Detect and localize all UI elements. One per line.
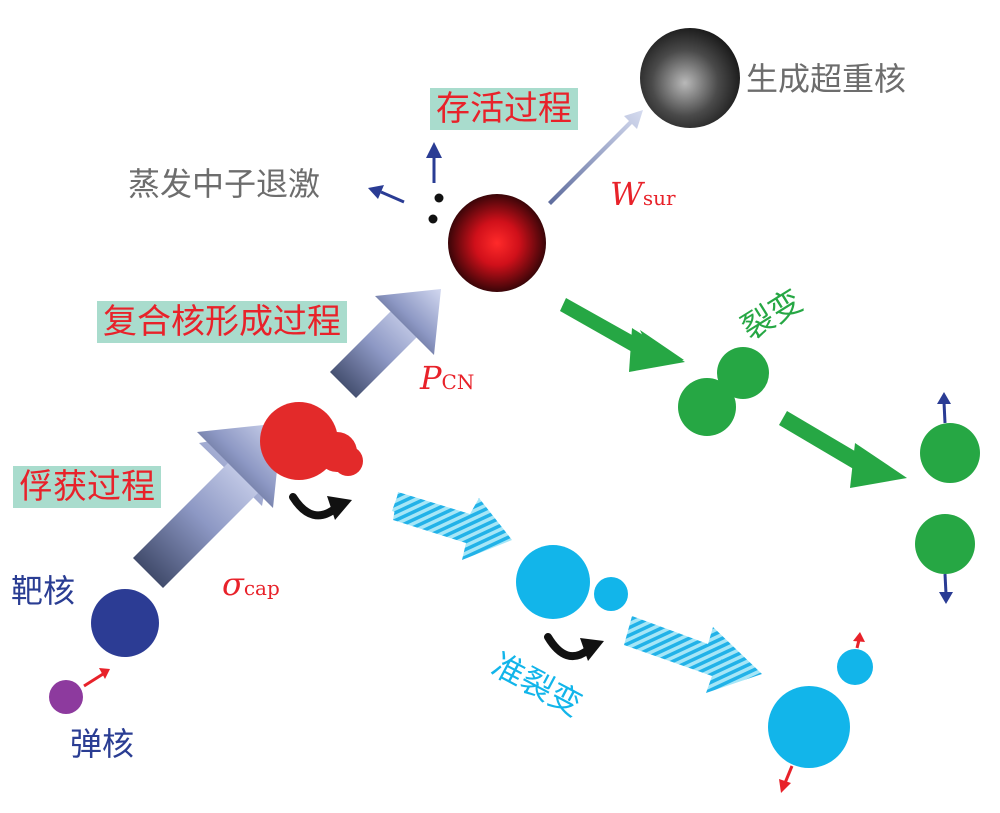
p-subscript: CN — [441, 370, 475, 394]
captured-target — [260, 402, 338, 480]
sigma-subscript: cap — [243, 576, 280, 600]
rotation-arrow — [544, 633, 604, 661]
sigma-cap-symbol: σcap — [222, 568, 280, 600]
target-label: 靶核 — [11, 572, 76, 610]
fission-fragment — [920, 423, 980, 483]
fission-nucleus — [717, 347, 769, 399]
evaporation-label: 蒸发中子退激 — [128, 165, 321, 203]
quasi-fission-arrow — [624, 616, 762, 693]
fragment-arrow — [937, 392, 953, 604]
target-nucleus — [91, 589, 159, 657]
quasi-fission-fragment — [837, 649, 873, 685]
p-main: P — [420, 359, 442, 397]
quasi-fission-fragment — [768, 686, 850, 768]
capture-arrow-shaft — [133, 463, 258, 588]
fission-arrow-head — [629, 328, 685, 372]
survival-label: 存活过程 — [430, 88, 578, 130]
projectile-nucleus — [49, 680, 83, 714]
quasi-fission-nucleus — [516, 545, 590, 619]
compound-nucleus — [448, 194, 546, 292]
w-sur-symbol: Wsur — [610, 178, 676, 210]
w-main: W — [610, 175, 643, 213]
fission-arrow-head — [850, 443, 907, 488]
p-cn-symbol: PCN — [420, 362, 474, 394]
fission-fragment — [915, 514, 975, 574]
neutron-dot — [428, 214, 438, 224]
projectile-arrow — [83, 668, 110, 688]
sigma-main: σ — [222, 565, 244, 603]
projectile-label: 弹核 — [70, 725, 135, 763]
fission-arrow — [779, 411, 870, 474]
quasi-fission-nucleus — [594, 577, 628, 611]
neutron-dot — [434, 193, 444, 203]
survival-arrow — [548, 110, 643, 205]
fragment-arrow — [779, 632, 865, 793]
evaporation-arrows — [368, 142, 442, 204]
captured-projectile — [333, 446, 363, 476]
superheavy-nucleus — [640, 28, 740, 128]
fission-arrow — [560, 298, 648, 357]
formation-arrow-head — [375, 289, 441, 355]
fission-nucleus — [678, 378, 736, 436]
capture-label: 俘获过程 — [13, 466, 161, 508]
formation-arrow-shaft — [330, 311, 417, 398]
rotation-arrow — [289, 493, 352, 520]
product-label: 生成超重核 — [746, 60, 907, 98]
quasi-fission-arrow — [393, 492, 512, 560]
formation-label: 复合核形成过程 — [97, 301, 347, 343]
w-subscript: sur — [642, 186, 676, 210]
